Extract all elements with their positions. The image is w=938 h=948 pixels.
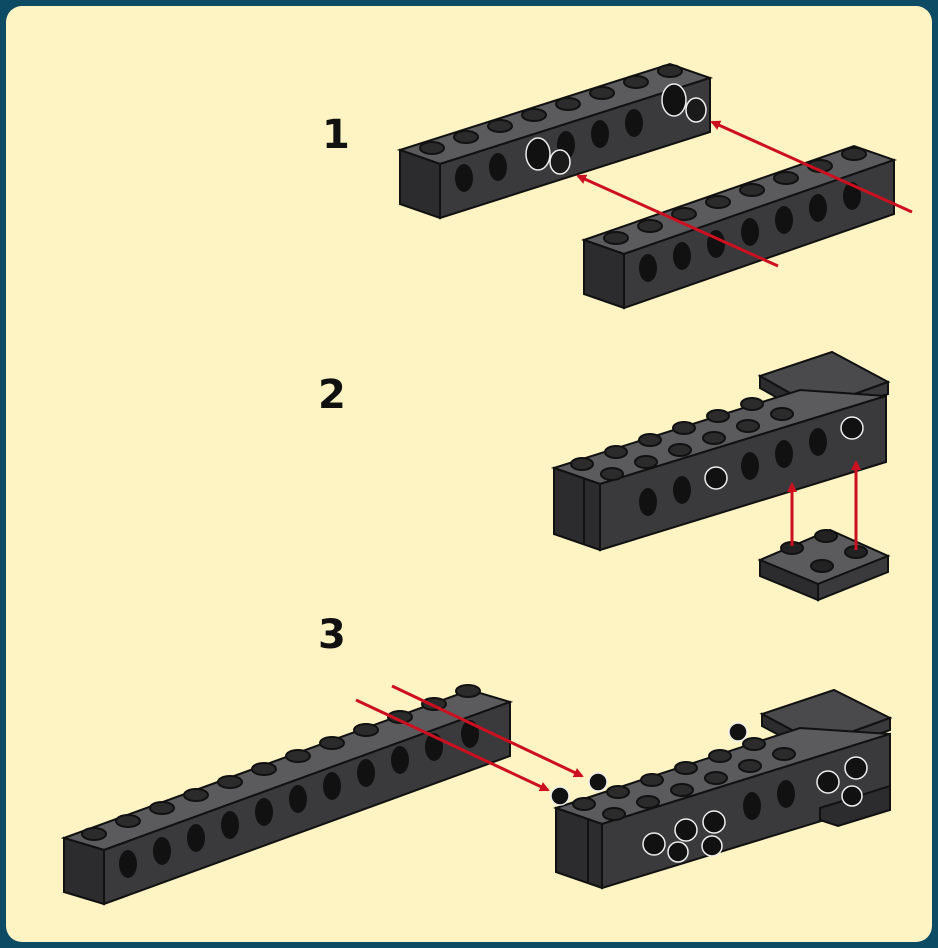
plate-2x2-icon: [757, 528, 891, 602]
assembly-arrow-icon: [355, 684, 584, 792]
assembly-arrow-icon: [576, 120, 913, 268]
assembly-illustration: [60, 62, 913, 906]
step3-long-beam: [60, 684, 514, 906]
connector-pin-icon: [550, 722, 868, 863]
step-number-1: 1: [322, 112, 352, 158]
step3-assembly: [550, 688, 893, 890]
step1-upper-beam: [396, 62, 714, 220]
step-number-2: 2: [318, 372, 348, 418]
step2-assembly: [550, 350, 891, 602]
instruction-panel: 1 2 3: [6, 6, 932, 942]
step-number-3: 3: [318, 612, 348, 658]
assembly-arrow-icon: [787, 460, 861, 550]
connector-pin-icon: [661, 83, 707, 123]
connector-pin-icon: [525, 137, 571, 175]
connector-pin-icon: [704, 416, 864, 490]
step1-lower-beam: [580, 144, 898, 310]
